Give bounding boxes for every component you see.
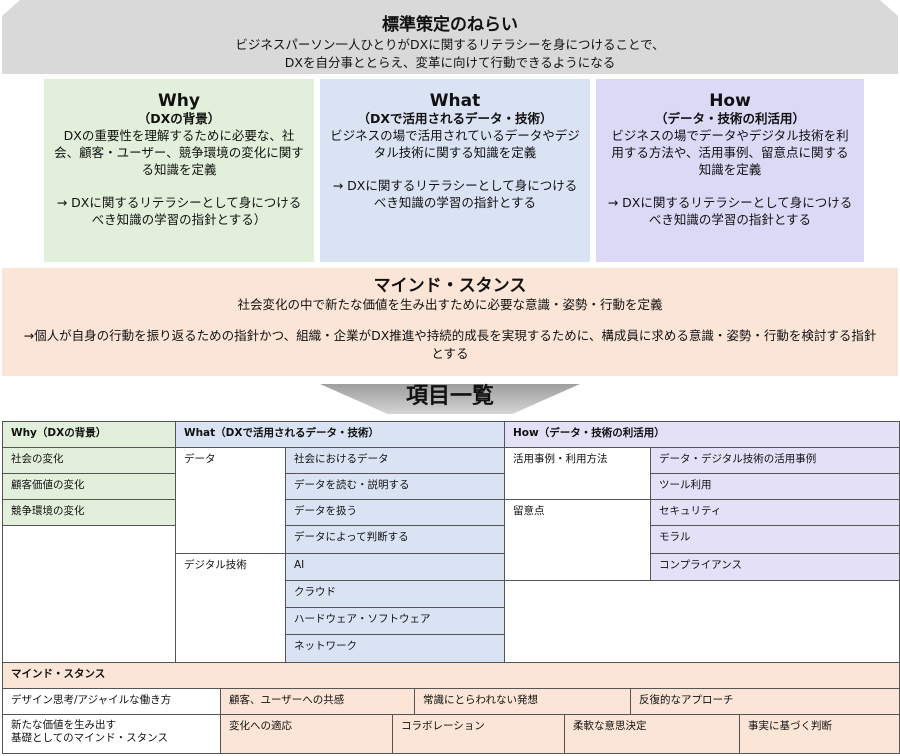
- how-subheading: （データ・技術の利活用）: [654, 111, 805, 126]
- what-pillar: What （DXで活用されるデータ・技術） ビジネスの場で活用されているデータや…: [320, 79, 590, 262]
- how-description: ビジネスの場でデータやデジタル技術を利用する方法や、活用事例、留意点に関する知識…: [611, 128, 849, 177]
- mindset-band: マインド・スタンス 社会変化の中で新たな価値を生み出すために必要な意識・姿勢・行…: [2, 268, 898, 376]
- mindset-row2-label-line2: 基礎としてのマインド・スタンス: [11, 732, 168, 744]
- how-caution-item: モラル: [650, 525, 900, 554]
- list-title: 項目一覧: [405, 384, 494, 409]
- why-pillar: Why （DXの背景） DXの重要性を理解するために必要な、社会、顧客・ユーザー…: [44, 79, 314, 262]
- item-list-table: Why（DXの背景） 社会の変化 顧客価値の変化 競争環境の変化 What（DX…: [2, 421, 900, 754]
- mindset-heading: マインド・スタンス: [373, 276, 527, 296]
- how-caution-group: 留意点: [504, 499, 651, 581]
- aim-banner: 標準策定のねらい ビジネスパーソン一人ひとりがDXに関するリテラシーを身につける…: [2, 0, 898, 74]
- how-usage-item: データ・デジタル技術の活用事例: [650, 447, 900, 474]
- aim-title: 標準策定のねらい: [382, 15, 518, 35]
- how-empty-cell: [504, 580, 900, 663]
- why-item: 社会の変化: [2, 447, 176, 474]
- why-item: 顧客価値の変化: [2, 473, 176, 500]
- mindset-row1-item: 常識にとらわれない発想: [414, 688, 631, 715]
- why-description: DXの重要性を理解するために必要な、社会、顧客・ユーザー、競争環境の変化に関する…: [54, 128, 304, 177]
- mindset-row2-label-line1: 新たな価値を生み出す: [11, 719, 116, 731]
- what-tech-item: AI: [285, 553, 505, 581]
- what-subheading: （DXで活用されるデータ・技術）: [357, 111, 553, 126]
- mindset-row1-item: 顧客、ユーザーへの共感: [220, 688, 415, 715]
- what-data-item: データを扱う: [285, 499, 505, 526]
- how-caution-item: セキュリティ: [650, 499, 900, 526]
- mindset-row1-label: デザイン思考/アジャイルな働き方: [2, 688, 221, 715]
- what-data-item: データによって判断する: [285, 525, 505, 554]
- how-pillar: How （データ・技術の利活用） ビジネスの場でデータやデジタル技術を利用する方…: [596, 79, 864, 262]
- mindset-row2-label: 新たな価値を生み出す 基礎としてのマインド・スタンス: [2, 714, 221, 754]
- what-description: ビジネスの場で活用されているデータやデジタル技術に関する知識を定義: [330, 128, 580, 160]
- aim-line-2: DXを自分事ととらえ、変革に向けて行動できるようになる: [284, 55, 616, 70]
- what-data-item: データを読む・説明する: [285, 473, 505, 500]
- what-note: → DXに関するリテラシーとして身につけるべき知識の学習の指針とする: [332, 178, 578, 210]
- mindset-row2-item: 変化への適応: [220, 714, 393, 754]
- how-column-header: How（データ・技術の利活用）: [504, 421, 900, 448]
- how-caution-item: コンプライアンス: [650, 553, 900, 581]
- what-tech-item: ネットワーク: [285, 634, 505, 663]
- what-tech-group: デジタル技術: [175, 553, 286, 663]
- mindset-row2-item: コラボレーション: [392, 714, 565, 754]
- why-empty-cell: [2, 525, 176, 663]
- mindset-description: 社会変化の中で新たな価値を生み出すために必要な意識・姿勢・行動を定義: [237, 297, 663, 312]
- what-column-header: What（DXで活用されるデータ・技術）: [175, 421, 505, 448]
- what-heading: What: [429, 91, 481, 111]
- mindset-section-header: マインド・スタンス: [2, 662, 900, 689]
- why-item: 競争環境の変化: [2, 499, 176, 526]
- why-note: → DXに関するリテラシーとして身につけるべき知識の学習の指針とする）: [56, 195, 302, 227]
- mindset-row2-item: 事実に基づく判断: [739, 714, 900, 754]
- what-tech-item: クラウド: [285, 580, 505, 608]
- why-subheading: （DXの背景）: [137, 111, 221, 126]
- how-heading: How: [709, 91, 751, 111]
- aim-line-1: ビジネスパーソン一人ひとりがDXに関するリテラシーを身につけることで、: [235, 37, 665, 52]
- how-note: → DXに関するリテラシーとして身につけるべき知識の学習の指針とする: [607, 195, 853, 227]
- mindset-row2-item: 柔軟な意思決定: [564, 714, 740, 754]
- how-usage-group: 活用事例・利用方法: [504, 447, 651, 500]
- why-column-header: Why（DXの背景）: [2, 421, 176, 448]
- mindset-row1-item: 反復的なアプローチ: [630, 688, 900, 715]
- what-data-group: データ: [175, 447, 286, 554]
- why-heading: Why: [158, 91, 200, 111]
- mindset-note: →個人が自身の行動を振り返るための指針かつ、組織・企業がDX推進や持続的成長を実…: [23, 328, 877, 361]
- what-data-item: 社会におけるデータ: [285, 447, 505, 474]
- what-tech-item: ハードウェア・ソフトウェア: [285, 607, 505, 635]
- how-usage-item: ツール利用: [650, 473, 900, 500]
